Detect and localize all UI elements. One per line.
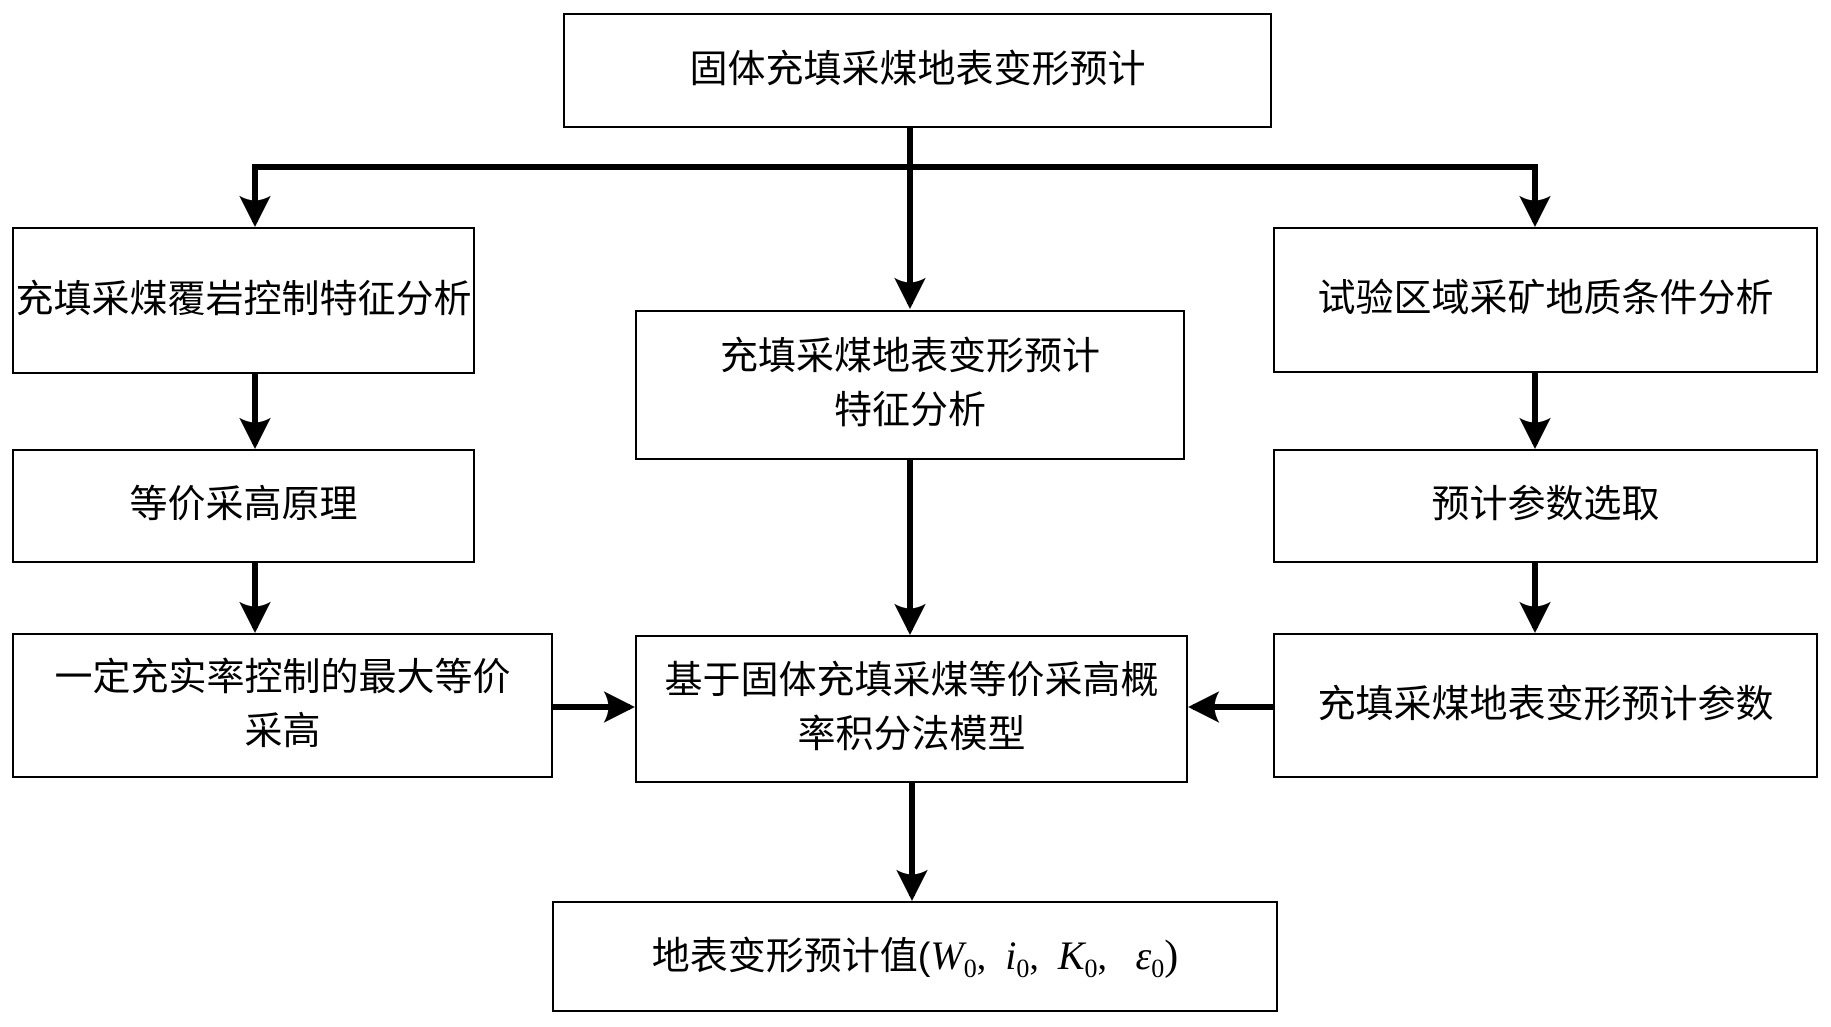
node-geological-condition-analysis: 试验区域采矿地质条件分析 [1273, 227, 1818, 373]
result-prefix: 地表变形预计值( [651, 935, 931, 978]
node-prediction-title: 固体充填采煤地表变形预计 [563, 13, 1272, 128]
result-var-w0: W0 [930, 932, 977, 983]
node-surface-deformation-feature-analysis: 充填采煤地表变形预计 特征分析 [635, 310, 1185, 460]
node-prediction-result: 地表变形预计值( W0, i0, K0, ε0 ) [552, 901, 1278, 1012]
node-equivalent-mining-height-principle: 等价采高原理 [12, 449, 475, 563]
result-text: 地表变形预计值( W0, i0, K0, ε0 ) [652, 927, 1179, 987]
node-label-line-1: 一定充实率控制的最大等价 [54, 656, 511, 699]
result-var-i0: i0 [1005, 932, 1030, 983]
result-suffix: ) [1164, 932, 1179, 979]
node-probability-integral-model: 基于固体充填采煤等价采高概 率积分法模型 [635, 635, 1188, 783]
node-label-line-2: 特征分析 [833, 390, 986, 432]
result-var-eps0: ε0 [1135, 932, 1165, 983]
node-label: 充填采煤覆岩控制特征分析 [15, 278, 472, 321]
node-label: 试验区域采矿地质条件分析 [1317, 278, 1774, 321]
node-parameter-selection: 预计参数选取 [1273, 449, 1818, 563]
result-var-k0: K0 [1057, 932, 1098, 983]
node-label-line-2: 率积分法模型 [797, 714, 1026, 756]
node-overburden-control-analysis: 充填采煤覆岩控制特征分析 [12, 227, 475, 374]
node-label: 预计参数选取 [1431, 484, 1660, 527]
node-label-line-1: 基于固体充填采煤等价采高概 [664, 660, 1159, 703]
node-label-line-2: 采高 [244, 710, 321, 753]
node-label: 等价采高原理 [129, 484, 358, 527]
node-label-line-1: 充填采煤地表变形预计 [719, 336, 1100, 379]
node-label: 固体充填采煤地表变形预计 [689, 48, 1146, 91]
node-max-equivalent-height: 一定充实率控制的最大等价 采高 [12, 633, 553, 778]
node-prediction-parameters: 充填采煤地表变形预计参数 [1273, 633, 1818, 778]
node-label: 充填采煤地表变形预计参数 [1317, 683, 1774, 726]
